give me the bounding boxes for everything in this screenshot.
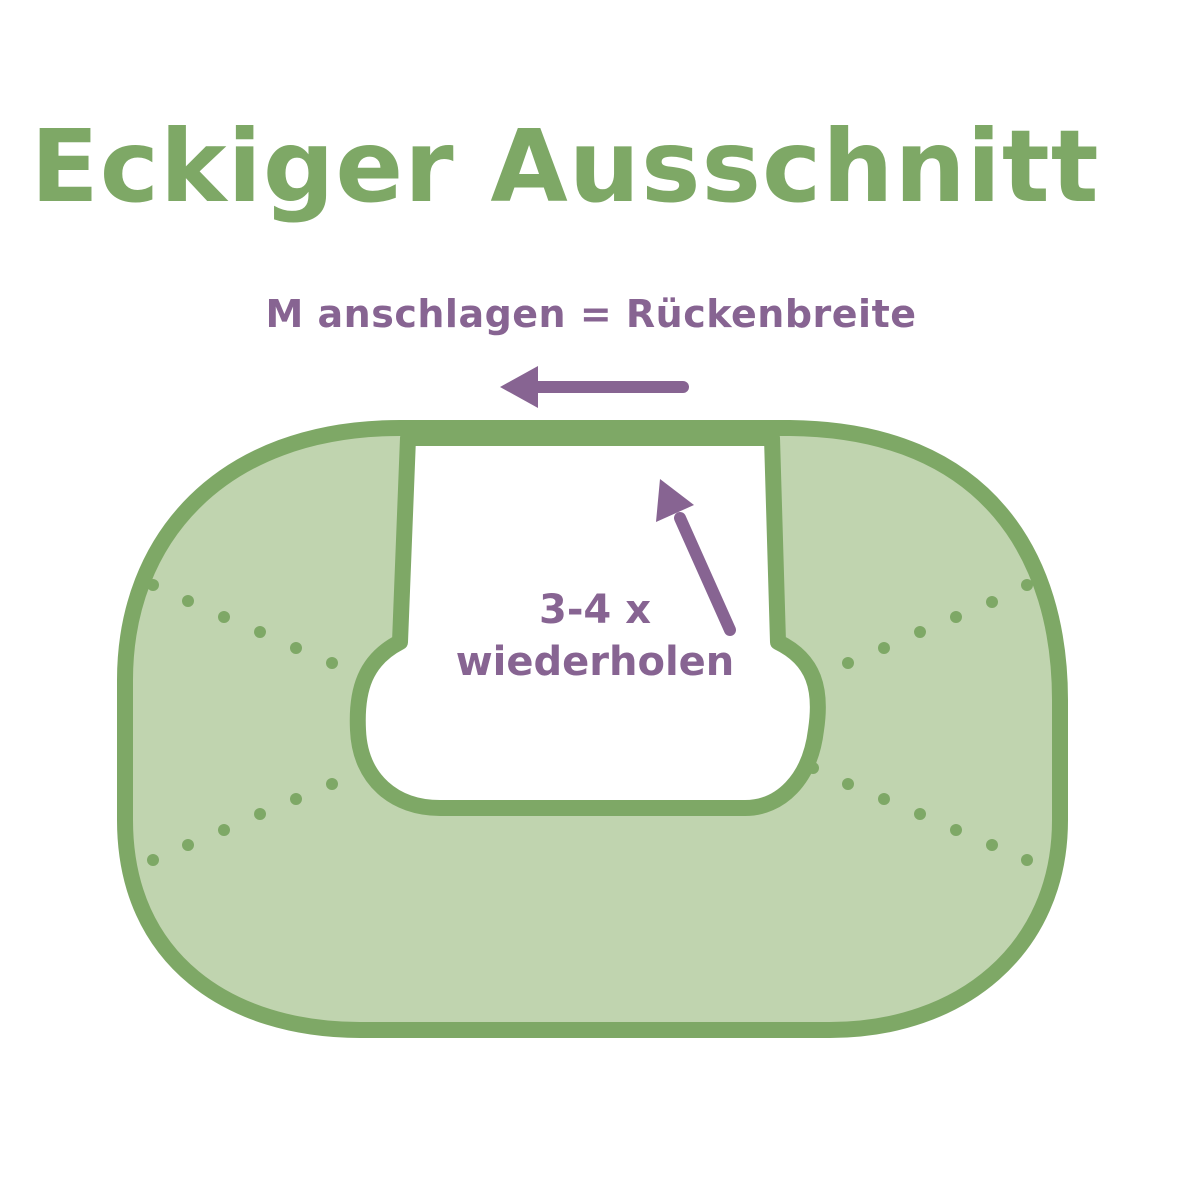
cast-on-label: M anschlagen = Rückenbreite xyxy=(265,292,917,336)
repeat-label-line1: 3-4 x xyxy=(539,587,651,633)
left-dotted-lines xyxy=(147,579,338,866)
repeat-label-line2: wiederholen xyxy=(455,639,735,685)
repeat-label: 3-4 x wiederholen xyxy=(420,584,770,688)
repeat-arrow xyxy=(656,479,736,636)
cast-on-arrow xyxy=(500,366,689,408)
diagram-title: Eckiger Ausschnitt xyxy=(30,108,1100,225)
neckline-cutout-shape xyxy=(349,430,826,816)
